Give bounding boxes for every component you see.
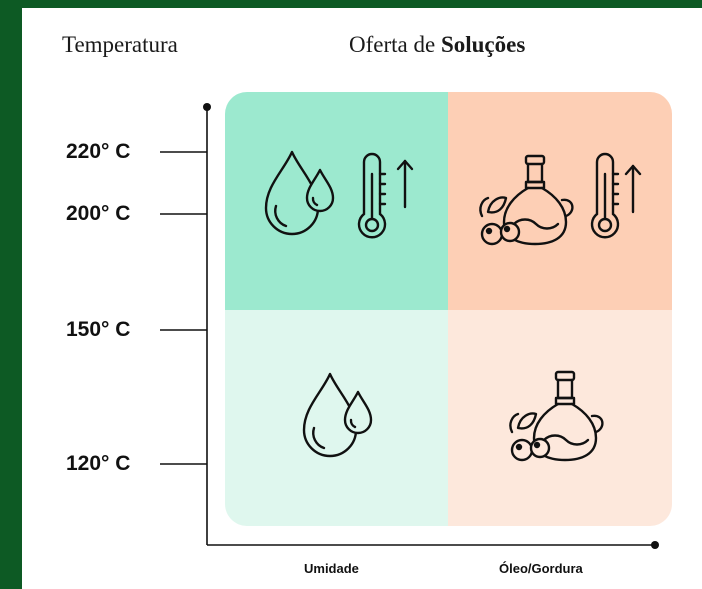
x-axis-arrow-dot: [651, 541, 659, 549]
tick-label-220: 220° C: [66, 140, 131, 163]
diagram-title: Oferta de Soluções: [349, 32, 525, 58]
quadrant-bottom-right: [448, 310, 672, 526]
quadrant-top-right: [448, 92, 672, 310]
tick-label-120: 120° C: [66, 452, 131, 475]
y-axis-title: Temperatura: [62, 32, 178, 57]
oil-bottle-olives-icon: [509, 370, 604, 462]
diagram-title-bold: Soluções: [440, 32, 526, 57]
thermometer-icon: [590, 152, 620, 239]
water-drops-icon: [264, 150, 335, 236]
water-drops-icon: [302, 372, 373, 458]
arrow-up-icon: [396, 159, 414, 209]
diagram-title-regular: Oferta de: [349, 32, 436, 57]
y-axis-arrow-dot: [203, 103, 211, 111]
x-label-umidade: Umidade: [304, 561, 359, 576]
oil-bottle-olives-icon: [479, 154, 574, 246]
tick-label-150: 150° C: [66, 318, 131, 341]
tick-label-200: 200° C: [66, 202, 131, 225]
quadrant-top-left: [225, 92, 448, 310]
x-label-oleo-gordura: Óleo/Gordura: [499, 561, 583, 576]
quadrant-bottom-left: [225, 310, 448, 526]
arrow-up-icon: [624, 164, 642, 214]
thermometer-icon: [357, 152, 387, 239]
